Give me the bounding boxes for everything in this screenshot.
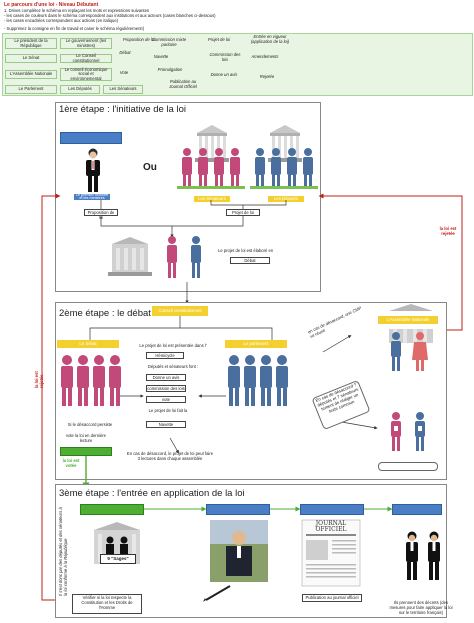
drafted-text: Le projet de loi est élaboré en — [218, 248, 274, 253]
chip-gouvernement[interactable]: Le gouvernement (les ministres) — [60, 38, 112, 49]
term-projet[interactable]: Projet de loi — [207, 37, 231, 42]
senators-group-icon — [177, 148, 245, 189]
gov-label: Le premier ministre et les ministres — [74, 193, 110, 200]
ministers-icon — [406, 531, 440, 580]
term-avis[interactable]: Donne un avis — [210, 72, 238, 77]
instruction-line: - les cases de couleurs dans le schéma c… — [4, 13, 216, 18]
journal-officiel-icon — [301, 519, 361, 587]
senat-label[interactable]: Le Sénat — [57, 340, 119, 348]
commission-box[interactable]: commission des lois — [146, 385, 186, 392]
pen-icon — [203, 585, 231, 602]
ministry-building-icon — [108, 237, 152, 276]
word-bank: Le président de la République Le gouvern… — [2, 33, 473, 96]
deputies-debate-icon — [228, 355, 288, 406]
deputies-group-icon — [250, 148, 318, 189]
publication-box[interactable]: Publication au journal officiel — [302, 594, 362, 602]
navette-box[interactable]: Navette — [146, 421, 186, 428]
hemicycle-box[interactable]: Hémicycle — [146, 352, 184, 359]
avis-box[interactable]: Donne un avis — [146, 374, 186, 381]
back-forth-text: Le projet de loi fait la — [148, 408, 188, 413]
minister-figure — [86, 148, 100, 192]
instructions: 1. Drives complétez le schéma en replaça… — [4, 8, 304, 31]
assembly-right-building-icon — [389, 304, 433, 343]
chip-conseil-constitutionnel[interactable]: Le Conseil constitutionnel — [60, 53, 112, 63]
rejected-right: la loi est rejetée — [439, 226, 457, 236]
cmp-deputies-icon — [391, 412, 425, 451]
stage3-blue-box-1[interactable] — [206, 504, 270, 515]
vote-box[interactable]: vote — [146, 396, 186, 403]
drafting-people-icon — [167, 236, 201, 278]
debat-box[interactable]: Débat — [230, 257, 270, 264]
deputes-label: Les Députés — [268, 196, 304, 202]
an-right-label[interactable]: L'Assemblée Nationale — [378, 316, 438, 324]
projet-box[interactable]: Projet de loi — [226, 209, 260, 216]
disagree-mid: En cas de désaccord, le projet de loi pe… — [126, 451, 214, 461]
instruction-line: 1. Drives complétez le schéma en replaça… — [4, 8, 150, 13]
chip-cese[interactable]: Le conseil économique social et environn… — [60, 67, 112, 81]
or-text: Ou — [143, 162, 157, 173]
instruction-line: - Supprimez la consigne en fin de travai… — [4, 26, 145, 31]
chip-deputes[interactable]: Les Députés — [60, 85, 100, 94]
term-publication[interactable]: Publication au Journal Officiel — [169, 79, 197, 89]
last-reading: vote la loi en dernière lecture — [65, 433, 107, 443]
journal-title: JOURNAL OFFICIEL — [315, 520, 347, 533]
chip-parlement[interactable]: Le Parlement — [5, 85, 57, 94]
term-vote[interactable]: Vote — [119, 70, 129, 75]
stage2-title: 2ème étape : le débat au — [59, 308, 165, 319]
parliament-label[interactable]: Conseil constitutionnel — [152, 306, 208, 316]
chip-president[interactable]: Le président de la République — [5, 38, 57, 49]
chip-senateurs[interactable]: Les Sénateurs — [103, 85, 143, 94]
voted-label: la loi est votée — [62, 458, 80, 468]
chip-senat[interactable]: Le Sénat — [5, 54, 57, 63]
stage3-title: 3ème étape : l'entrée en application de … — [59, 488, 245, 499]
term-entree-vigueur[interactable]: Entrée en vigueur (application de la loi… — [250, 34, 290, 44]
side-note: Il s'est donc par des députés et des sén… — [58, 507, 68, 596]
verify-box[interactable]: Vérifier si la loi respecte la Constitut… — [72, 594, 142, 614]
constitutional-council-icon — [94, 522, 140, 564]
page-title: Le parcours d'une loi - Niveau Débutant — [4, 2, 99, 8]
term-commission[interactable]: Commission des lois — [209, 52, 241, 62]
deputies-text: Députés et sénateurs font : — [147, 364, 199, 369]
term-amendements[interactable]: Amendements — [251, 54, 279, 59]
stage1-blue-box[interactable] — [60, 132, 122, 144]
chip-assemblee-nationale[interactable]: L'Assemblée Nationale — [5, 70, 57, 79]
term-rejetee[interactable]: Rejetée — [259, 74, 275, 79]
term-proposition[interactable]: Proposition de loi — [122, 37, 156, 42]
president-photo — [210, 520, 268, 582]
stage3-blue-box-3[interactable] — [392, 504, 442, 515]
presented-text: Le projet de loi est présentée dans l' — [139, 343, 207, 348]
assembly-building-icon — [268, 125, 302, 162]
decrees-text: Ils prennent des décrets (des mesures po… — [389, 600, 453, 615]
senators-debate-icon — [61, 355, 121, 406]
instruction-line: - les cases encadrées correspondent aux … — [4, 18, 119, 23]
last-reading-green-box[interactable] — [60, 447, 112, 456]
term-navette[interactable]: Navette — [153, 54, 169, 59]
senateurs-label: Les Sénateurs — [194, 196, 230, 202]
cmp-result-box[interactable] — [378, 462, 438, 471]
senate-building-icon — [195, 125, 229, 162]
stage3-green-box[interactable] — [80, 504, 144, 515]
term-cmp[interactable]: Commission mixte paritaire — [151, 37, 187, 47]
term-debat[interactable]: Débat — [119, 50, 131, 55]
stage1-title: 1ère étape : l'initiative de la loi — [59, 104, 186, 115]
term-promulgation[interactable]: Promulgation — [157, 67, 183, 72]
disagree-left: Si le désaccord persiste — [67, 422, 113, 427]
cmp-people-icon — [391, 332, 428, 371]
an-label[interactable]: Le parlement — [225, 340, 287, 348]
stage3-blue-box-2[interactable] — [300, 504, 364, 515]
sages-label: 9 "Sages" — [100, 554, 136, 564]
